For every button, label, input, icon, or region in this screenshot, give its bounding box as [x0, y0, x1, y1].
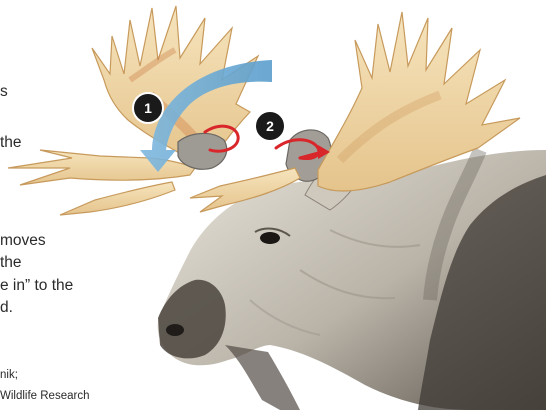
caption-first-line-1: s — [0, 82, 8, 102]
step-1-number: 1 — [144, 100, 152, 116]
moose-eye — [260, 232, 280, 244]
caption-second-line-1: moves — [0, 231, 46, 251]
step-2-number: 2 — [266, 118, 274, 134]
caption-second-line-4: d. — [0, 298, 13, 318]
source-credit-line-1: nik; — [0, 368, 18, 382]
caption-first-line-2: the — [0, 133, 22, 153]
caption-second-line-3: e in” to the — [0, 276, 73, 296]
source-credit-line-2: Wildlife Research — [0, 389, 89, 403]
step-1-badge: 1 — [133, 93, 163, 123]
nostril — [166, 324, 184, 336]
caption-second-line-2: the — [0, 253, 22, 273]
step-2-badge: 2 — [255, 111, 285, 141]
